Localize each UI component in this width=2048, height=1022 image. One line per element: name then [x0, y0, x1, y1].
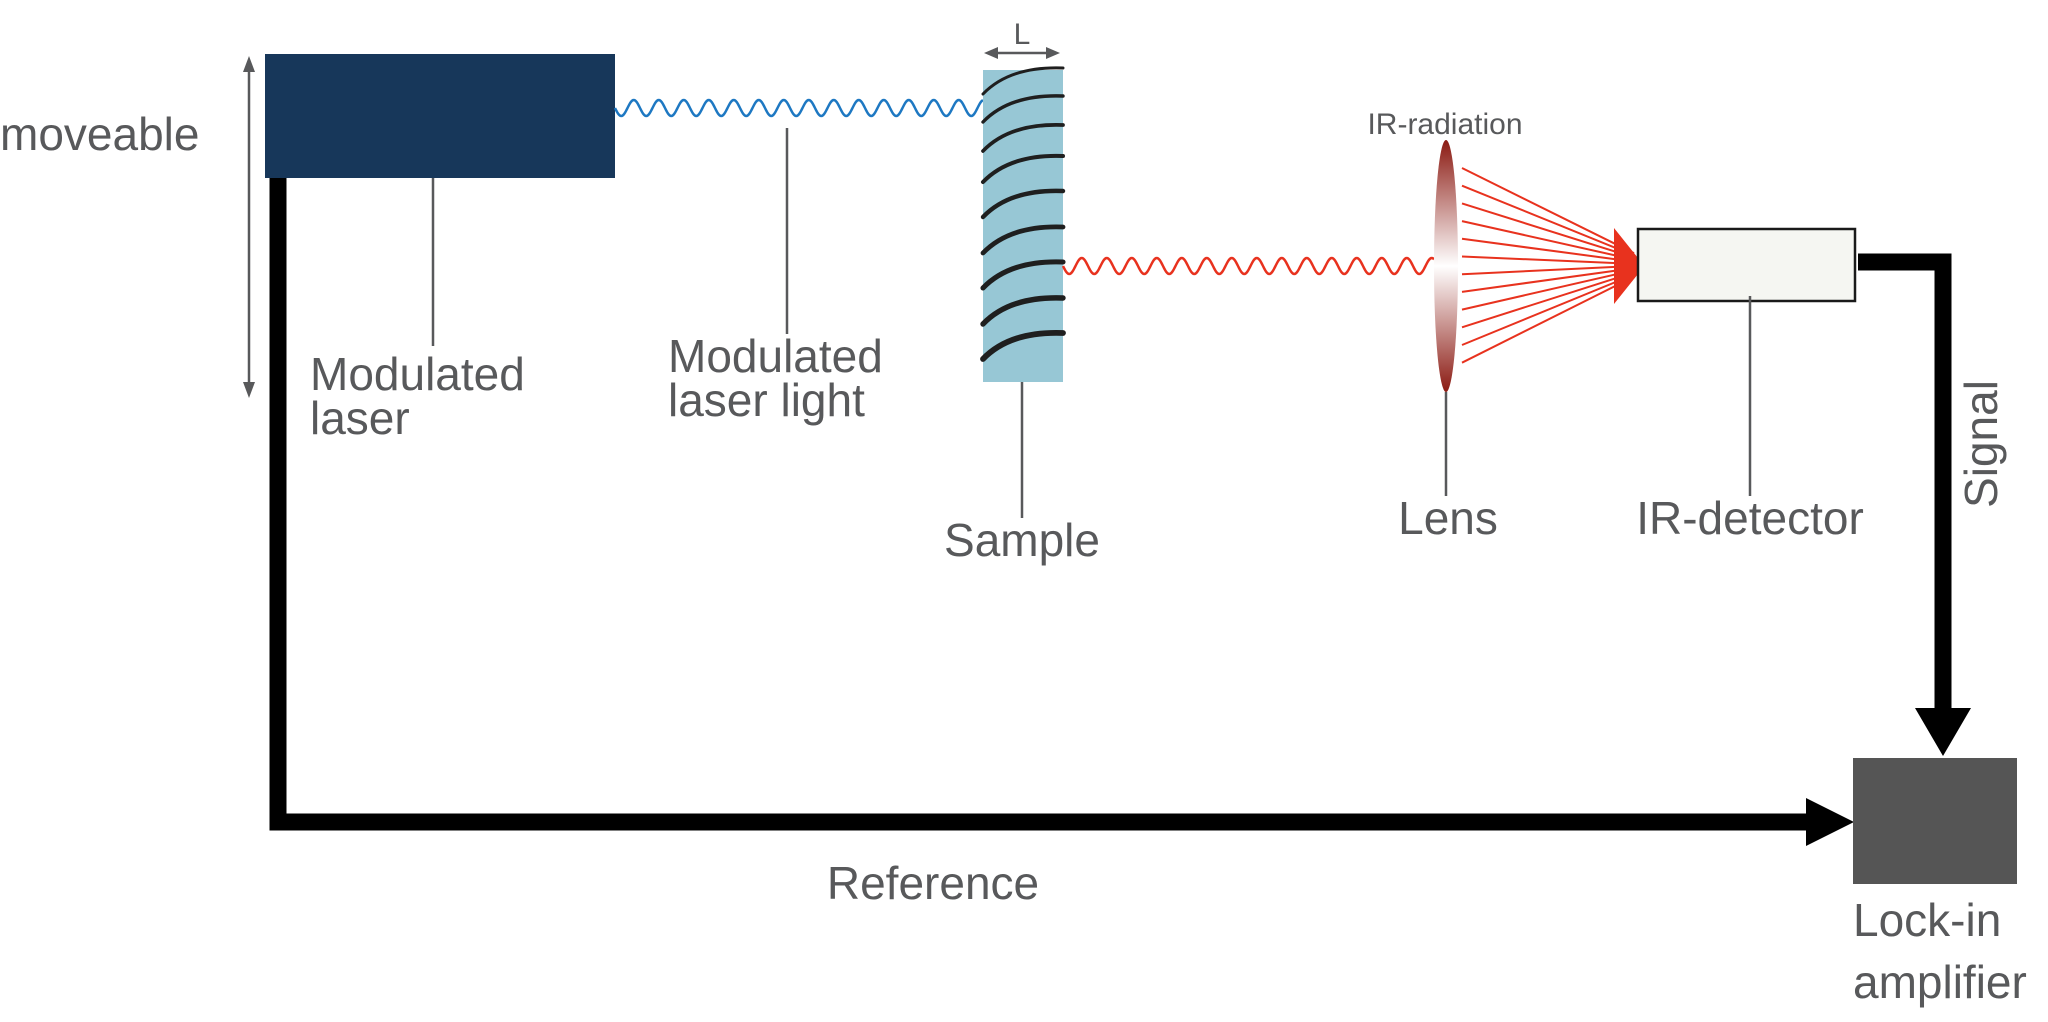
signal-label: Signal	[1955, 380, 2007, 508]
ir-ray	[1461, 265, 1635, 276]
thermal-wave-arc	[980, 330, 1066, 362]
signal-arrowhead	[1915, 708, 1971, 756]
thermal-wave-arc	[981, 94, 1065, 124]
thermal-wave-arc	[980, 224, 1066, 256]
ir-ray	[1461, 267, 1635, 293]
signal-line	[1858, 253, 1952, 722]
modulated-laser-light-label-line1: Modulated	[668, 330, 883, 382]
ir-ray	[1461, 167, 1635, 255]
ir-detector	[1636, 227, 1857, 303]
ir-radiation-wave	[1061, 256, 1435, 276]
lock-in-amplifier	[1853, 758, 2017, 884]
modulated-laser-light-label-line2: laser light	[668, 374, 865, 426]
ir-ray	[1461, 220, 1635, 261]
reference-label: Reference	[827, 857, 1039, 909]
ir-ray	[1461, 255, 1635, 265]
reference-arrowhead	[1806, 798, 1854, 846]
focused-ir-rays	[1461, 167, 1638, 364]
moveable-label: moveable	[0, 108, 199, 160]
ray-focus-tip	[1614, 228, 1638, 304]
lock-in-amplifier-label-line1: Lock-in	[1853, 894, 2001, 946]
ir-radiation-label: IR-radiation	[1367, 108, 1522, 141]
ir-ray	[1461, 269, 1635, 311]
lens-label: Lens	[1398, 492, 1498, 544]
thermal-waves	[980, 66, 1066, 362]
modulated-laser-light-wave	[613, 98, 984, 118]
ir-detector-label: IR-detector	[1636, 492, 1864, 544]
thermal-wave-arc	[981, 66, 1065, 96]
sample-thickness-arrow	[984, 47, 1060, 59]
ir-ray	[1461, 273, 1635, 346]
thermal-wave-arc	[981, 123, 1065, 153]
thermal-wave-arc	[980, 188, 1066, 220]
thermal-wave-arc	[980, 295, 1066, 327]
thermal-wave-arc	[980, 259, 1066, 291]
ir-ray	[1461, 184, 1635, 257]
sample-label: Sample	[944, 514, 1100, 566]
moveable-arrow	[243, 56, 255, 398]
reference-line	[269, 178, 1822, 831]
ir-ray	[1461, 202, 1635, 259]
ir-ray	[1461, 275, 1635, 364]
ir-ray	[1461, 271, 1635, 329]
lens	[1434, 140, 1458, 392]
modulated-laser-label-line1: Modulated	[310, 348, 525, 400]
thermal-wave-arc	[981, 153, 1065, 184]
modulated-laser-label-line2: laser	[310, 392, 410, 444]
ir-ray	[1461, 237, 1635, 263]
thickness-label: L	[1014, 18, 1031, 51]
lock-in-amplifier-label-line2: amplifier	[1853, 956, 2027, 1008]
modulated-laser	[265, 54, 615, 178]
